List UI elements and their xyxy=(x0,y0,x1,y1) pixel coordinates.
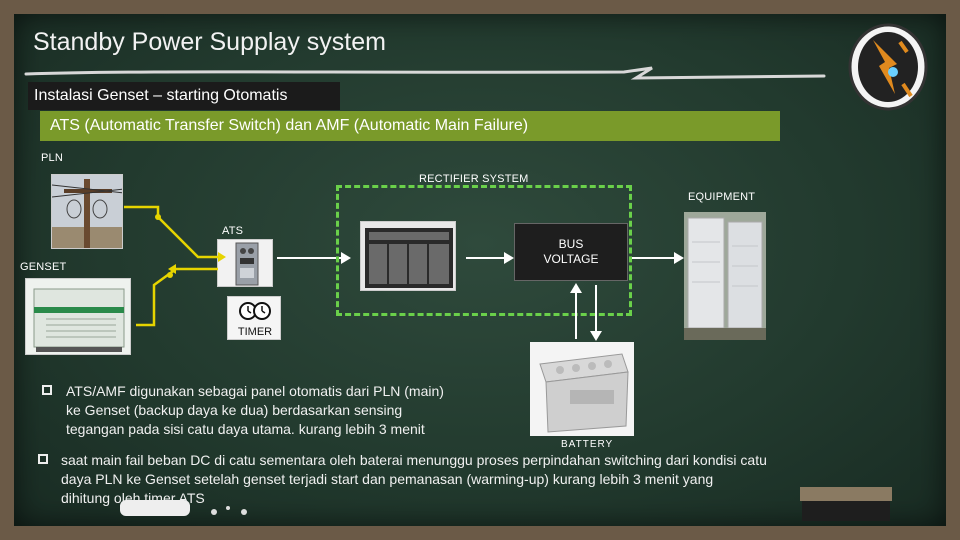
equipment-photo xyxy=(684,212,766,340)
pole-photo xyxy=(51,174,123,249)
bullet-checkbox-icon xyxy=(38,454,48,464)
bullet-2-line1: saat main fail beban DC di catu sementar… xyxy=(61,452,767,468)
connector-lines xyxy=(124,205,226,327)
label-genset: GENSET xyxy=(20,261,67,273)
arrow-rectifier-to-bus xyxy=(466,252,514,264)
page-title: Standby Power Supplay system xyxy=(33,28,386,56)
label-battery: BATTERY xyxy=(561,439,614,450)
ats-panel-photo xyxy=(217,239,273,287)
chalk-underline xyxy=(24,66,826,80)
bullet-2: saat main fail beban DC di catu sementar… xyxy=(38,451,908,511)
label-pln: PLN xyxy=(41,152,63,164)
bullet-checkbox-icon xyxy=(42,385,52,395)
timer-photo: TIMER xyxy=(227,296,281,340)
bus-line2: VOLTAGE xyxy=(543,252,599,266)
ats-banner: ATS (Automatic Transfer Switch) dan AMF … xyxy=(40,111,780,141)
label-equipment: EQUIPMENT xyxy=(688,191,756,203)
battery-photo xyxy=(530,342,634,436)
subtitle-bar: Instalasi Genset – starting Otomatis xyxy=(28,82,340,110)
genset-photo xyxy=(25,278,131,355)
eraser-icon xyxy=(800,487,892,521)
timer-text: TIMER xyxy=(238,326,272,338)
rectifier-system-box xyxy=(336,185,632,316)
bullet-1-line3: tegangan pada sisi catu daya utama. kura… xyxy=(66,421,425,437)
arrow-ats-to-rectifier xyxy=(277,252,351,264)
chalk-pieces-icon xyxy=(120,500,247,516)
bus-line1: BUS xyxy=(558,237,584,251)
label-ats: ATS xyxy=(222,225,244,237)
bullet-1: ATS/AMF digunakan sebagai panel otomatis… xyxy=(42,382,512,442)
logo-emblem-icon xyxy=(848,23,928,111)
arrow-bus-battery xyxy=(570,283,602,341)
label-rectifier: RECTIFIER SYSTEM xyxy=(419,173,529,185)
bullet-1-line2: ke Genset (backup daya ke dua) berdasark… xyxy=(66,402,403,418)
bullet-1-line1: ATS/AMF digunakan sebagai panel otomatis… xyxy=(66,383,444,399)
rectifier-photo xyxy=(360,221,456,291)
arrow-bus-to-equipment xyxy=(632,252,684,264)
bullet-2-line2: daya PLN ke Genset setelah genset terjad… xyxy=(61,471,714,487)
bus-voltage-box: BUS VOLTAGE xyxy=(514,223,628,281)
